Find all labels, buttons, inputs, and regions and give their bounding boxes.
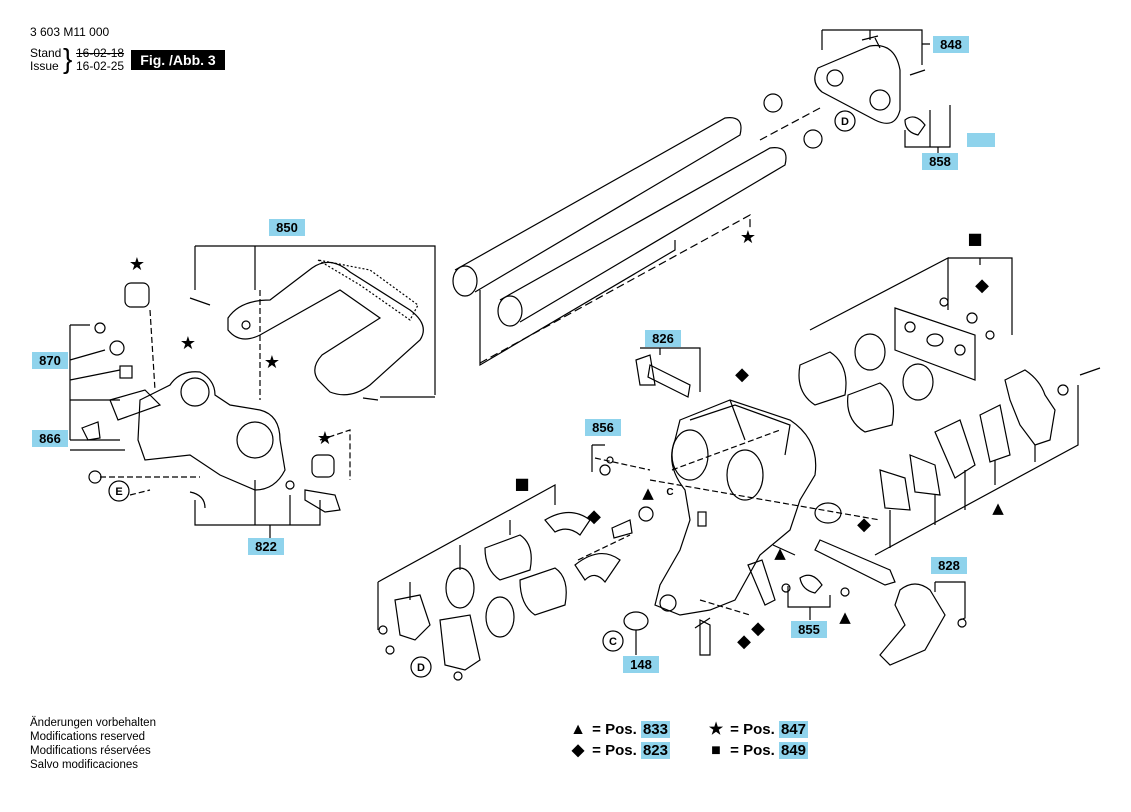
part-label-855: 855 (791, 621, 827, 638)
star-symbol-tubes: ★ (740, 227, 756, 248)
left-housing-822 (81, 371, 286, 491)
part-label-828: 828 (931, 557, 967, 574)
stand-label: Stand (30, 46, 62, 60)
callout-circle-c-bottom (602, 630, 624, 652)
modification-notes: Änderungen vorbehalten Modifications res… (30, 716, 156, 772)
brace-glyph: } (63, 43, 73, 74)
stand-date: 16-02-18 (76, 46, 125, 60)
legend-star: ★ = Pos. 847 (706, 721, 808, 739)
bushing-small (311, 454, 335, 478)
legend-triangle-prefix: = Pos. (592, 721, 637, 738)
pivot-pin (304, 489, 341, 513)
diamond-symbol-center: ◆ (751, 618, 765, 639)
callout-e: E (115, 486, 122, 498)
legend-square: ■ = Pos. 849 (706, 742, 808, 760)
roller-set-right (798, 307, 976, 433)
callout-c-mid: C (666, 487, 673, 498)
square-symbol-right: ■ (967, 229, 982, 248)
note-fr: Modifications réservées (30, 745, 151, 757)
triangle-symbol-screw: ▲ (839, 608, 851, 626)
spring-826 (647, 364, 691, 398)
legend-star-pos: 847 (778, 721, 808, 738)
star-symbol-screw: ★ (264, 352, 280, 373)
blank-label-box (967, 133, 995, 147)
part-label-848: 848 (933, 36, 969, 53)
callout-d-bottom: D (417, 662, 425, 674)
main-casting (654, 399, 817, 616)
square-symbol-left: ■ (514, 474, 529, 493)
guide-tube-upper (452, 117, 742, 297)
star-symbol-bushing: ★ (129, 254, 145, 275)
legend-square-symbol: ■ (711, 742, 721, 759)
star-washer-lower (803, 129, 823, 149)
bracket-plate-848 (814, 35, 926, 124)
roller-set-left (394, 511, 621, 671)
triangle-symbol-pin: ▲ (774, 544, 786, 562)
legend-square-prefix: = Pos. (730, 742, 775, 759)
callout-circle-d-bottom (410, 656, 432, 678)
legend-triangle-pos: 833 (640, 721, 670, 738)
callout-circle-d-top (834, 110, 856, 132)
legend-star-prefix: = Pos. (730, 721, 775, 738)
clip-858 (904, 116, 926, 136)
star-symbol-housing: ★ (180, 333, 196, 354)
part-label-858: 858 (922, 153, 958, 170)
document-number: 3 603 M11 000 (30, 25, 110, 39)
bushing-left (124, 282, 150, 308)
legend-diamond-symbol: ◆ (571, 742, 585, 759)
legend-diamond: ◆ = Pos. 823 (568, 742, 670, 760)
callout-d-top: D (841, 116, 849, 128)
star-symbol-small-bushing: ★ (317, 428, 333, 449)
diamond-symbol-right: ◆ (975, 275, 989, 296)
legend-triangle-symbol: ▲ (570, 721, 586, 738)
triangle-symbol-right: ▲ (992, 499, 1004, 517)
note-de: Änderungen vorbehalten (30, 717, 156, 729)
note-en: Modifications reserved (30, 731, 146, 743)
star-washer-upper (763, 93, 783, 113)
legend-square-pos: 849 (778, 742, 808, 759)
part-label-866: 866 (32, 430, 68, 447)
diamond-symbol-casting: ◆ (735, 364, 749, 385)
diamond-symbol-bolt: ◆ (587, 506, 601, 527)
legend-diamond-prefix: = Pos. (592, 742, 637, 759)
issue-date: 16-02-25 (76, 59, 125, 73)
callout-circle-e (108, 480, 130, 502)
handle-850 (227, 259, 424, 396)
cover-parts-right (879, 367, 1101, 511)
part-label-870: 870 (32, 352, 68, 369)
shaft (814, 539, 896, 586)
part-label-826: 826 (645, 330, 681, 347)
guide-tube-lower (497, 147, 787, 327)
part-label-850: 850 (269, 219, 305, 236)
part-label-822: 822 (248, 538, 284, 555)
clamp-lever-828 (879, 583, 946, 666)
diamond-symbol-washer: ◆ (857, 514, 871, 535)
note-es: Salvo modificaciones (30, 759, 139, 771)
legend-triangle: ▲ = Pos. 833 (568, 721, 670, 739)
figure-title: Fig. /Abb. 3 (131, 50, 225, 70)
part-label-148: 148 (623, 656, 659, 673)
diamond-symbol-bolt-lower: ◆ (737, 631, 751, 652)
legend-diamond-pos: 823 (640, 742, 670, 759)
issue-label: Issue (30, 59, 59, 73)
callout-c-bottom: C (609, 636, 617, 648)
part-label-856: 856 (585, 419, 621, 436)
triangle-symbol-mid: ▲ (642, 484, 654, 502)
legend-star-symbol: ★ (708, 721, 724, 738)
